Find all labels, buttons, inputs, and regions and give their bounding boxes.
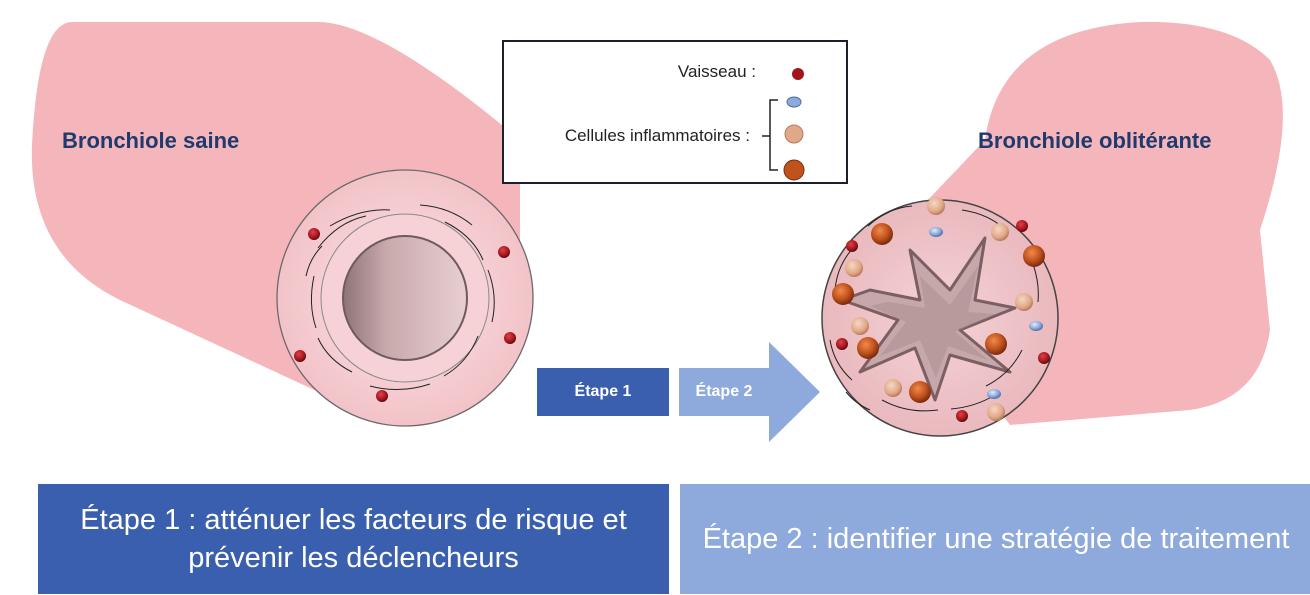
legend-box: Vaisseau : Cellules inflammatoires : xyxy=(502,40,848,184)
step2-button: Étape 2 xyxy=(679,368,769,416)
legend-vessel-label: Vaisseau : xyxy=(678,62,756,82)
legend-inflammatory-label: Cellules inflammatoires : xyxy=(565,126,750,146)
step1-panel: Étape 1 : atténuer les facteurs de risqu… xyxy=(38,484,669,594)
legend-bracket-icon xyxy=(758,94,828,184)
obliterative-bronchiole-edge xyxy=(1262,228,1310,471)
healthy-bronchiole-label: Bronchiole saine xyxy=(62,128,239,154)
step1-button: Étape 1 xyxy=(537,368,669,416)
legend-vessel-icon xyxy=(790,66,806,82)
healthy-bronchiole-lumen xyxy=(343,236,467,360)
step2-panel: Étape 2 : identifier une stratégie de tr… xyxy=(680,484,1310,594)
obliterative-bronchiole-label: Bronchiole oblitérante xyxy=(978,128,1211,154)
